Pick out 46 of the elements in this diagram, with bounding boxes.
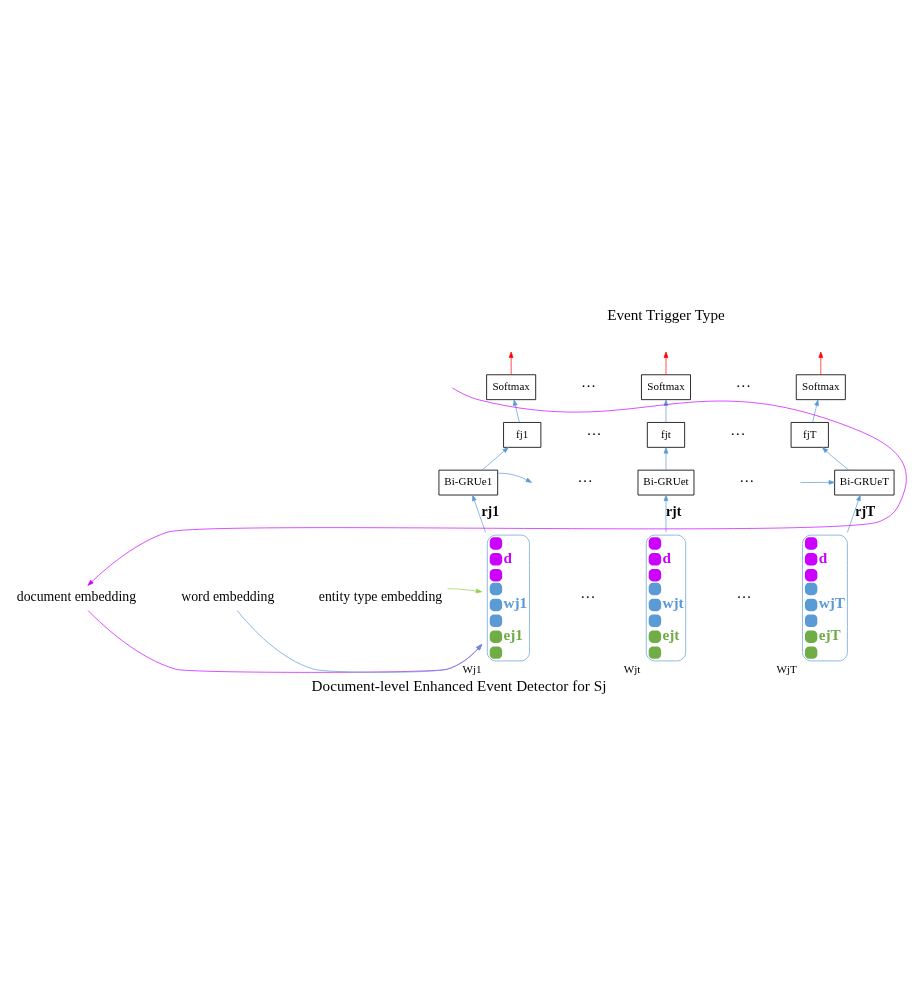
node-text: entity type embedding — [318, 588, 443, 604]
arrow — [87, 609, 483, 673]
label: ··· — [736, 587, 752, 605]
label: ··· — [735, 376, 751, 394]
node-box: Bi-GRUet — [637, 469, 695, 495]
node-text: word embedding — [181, 588, 275, 604]
node-box: fj1 — [503, 421, 542, 448]
arrow — [87, 387, 907, 586]
node-box: Bi-GRUe1 — [438, 469, 499, 495]
arrow — [847, 494, 861, 533]
arrow — [472, 494, 486, 533]
label: ··· — [580, 376, 597, 394]
node-label: WjT — [776, 662, 797, 675]
label: ··· — [730, 424, 746, 442]
node-box: fjT — [790, 421, 829, 448]
node-box: Bi-GRUeT — [834, 469, 895, 495]
edge-label: rj1 — [481, 503, 500, 519]
arrow — [447, 587, 483, 593]
caption: Document-level Enhanced Event Detector for Sj — [311, 676, 607, 694]
node-box: Softmax — [486, 373, 537, 400]
arrow — [821, 446, 850, 470]
edge-label: rjT — [855, 503, 876, 519]
arrow — [799, 479, 835, 485]
node-label: Wj1 — [462, 662, 482, 675]
arrow — [812, 399, 819, 423]
node-box: Softmax — [795, 373, 846, 400]
edge-label: rjt — [665, 503, 682, 519]
arrow — [508, 351, 514, 375]
node-text: document embedding — [16, 588, 137, 604]
arrow — [663, 446, 669, 470]
arrow — [818, 351, 824, 375]
arrow — [481, 446, 509, 470]
arrow — [497, 472, 532, 483]
label: ··· — [739, 471, 755, 489]
label: ··· — [586, 424, 602, 442]
node-label: Wjt — [623, 662, 641, 675]
label: ··· — [580, 587, 596, 605]
diagram-title: Event Trigger Type — [607, 305, 725, 323]
node-box: Softmax — [641, 373, 691, 400]
arrow — [663, 494, 669, 533]
arrow — [236, 609, 483, 673]
arrow — [663, 399, 669, 423]
label: ··· — [577, 471, 593, 489]
node-box: fjt — [646, 421, 686, 448]
arrow — [513, 399, 520, 423]
arrow — [663, 351, 669, 375]
